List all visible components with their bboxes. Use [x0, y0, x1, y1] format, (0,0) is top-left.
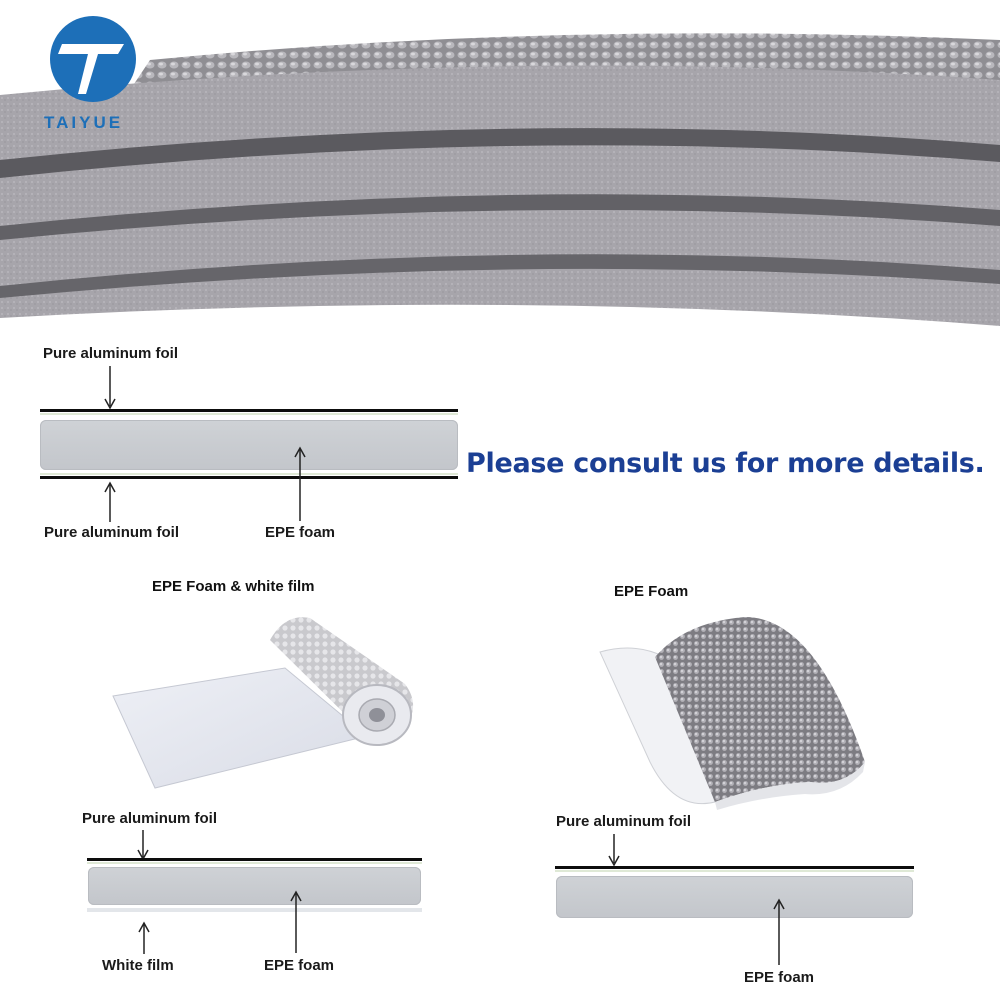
- brand-name: TAIYUE: [44, 113, 124, 132]
- product-right-foil-label: Pure aluminum foil: [556, 813, 692, 830]
- epe-foam-sheet-image: [599, 617, 865, 810]
- arrow-down-icon: [104, 366, 116, 410]
- diagram-top-foil-label: Pure aluminum foil: [43, 345, 179, 362]
- epe-foam-layer: [40, 420, 458, 470]
- taiyue-logo-icon: [50, 16, 136, 102]
- hero-photo: [0, 0, 1000, 340]
- foil-layer-bottom: [40, 476, 458, 479]
- arrow-up-icon: [290, 890, 302, 953]
- product-left-foam-label: EPE foam: [264, 957, 335, 974]
- arrow-up-icon: [104, 481, 116, 522]
- product-left-film-accent: [87, 862, 422, 864]
- arrow-up-icon: [294, 446, 306, 521]
- product-left-foil-layer: [87, 858, 422, 861]
- product-left-foil-label: Pure aluminum foil: [82, 810, 218, 827]
- brand-logo: [40, 10, 160, 140]
- film-accent-top: [40, 413, 458, 415]
- white-film-label: White film: [102, 957, 174, 974]
- film-accent-bottom: [40, 473, 458, 475]
- product-right-foam-layer: [556, 876, 913, 918]
- arrow-down-icon: [137, 830, 149, 861]
- product-left-foam-layer: [88, 867, 421, 905]
- diagram-bottom-foil-label: Pure aluminum foil: [44, 524, 180, 541]
- arrow-down-icon: [608, 834, 620, 867]
- product-left-title: EPE Foam & white film: [152, 578, 315, 595]
- product-right-foil-layer: [555, 866, 914, 869]
- consult-message: Please consult us for more details.: [466, 448, 985, 479]
- foil-layer-top: [40, 409, 458, 412]
- arrow-up-icon: [138, 921, 150, 954]
- product-right-foam-label: EPE foam: [744, 969, 815, 986]
- foam-rolls-illustration: [0, 33, 1000, 340]
- white-film-layer: [87, 908, 422, 912]
- diagram-foam-label: EPE foam: [265, 524, 336, 541]
- product-right-title: EPE Foam: [614, 583, 689, 600]
- product-right-film-accent: [555, 870, 914, 872]
- foam-roll-white-film-image: [112, 617, 414, 789]
- arrow-up-icon: [773, 898, 785, 965]
